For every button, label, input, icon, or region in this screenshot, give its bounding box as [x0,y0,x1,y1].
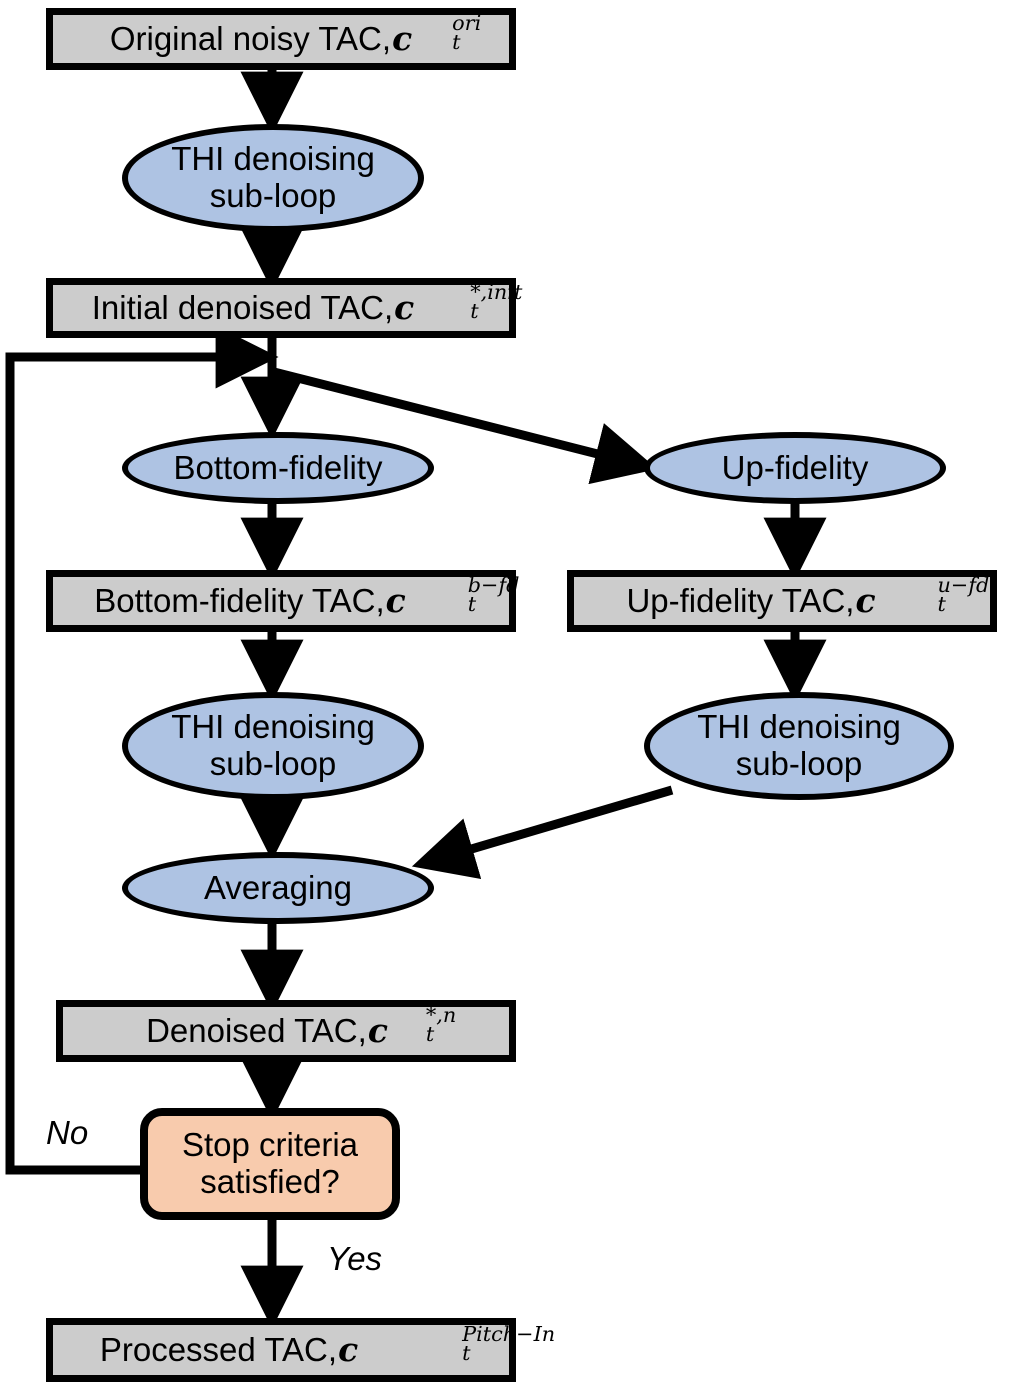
thi2-line1: THI denoising [171,708,375,746]
node-stop-criteria-decision[interactable]: Stop criteria satisfied? [140,1108,400,1220]
node-up-fidelity-tac-label: Up-fidelity TAC, [626,581,855,619]
thi3-line1: THI denoising [697,708,901,746]
arrow-no-feedback-loop [5,325,279,1175]
thi3-line2: sub-loop [735,745,863,782]
node-initial-denoised-tac-label: Initial denoised TAC, [91,288,394,326]
thi1-line1: THI denoising [171,140,375,178]
node-averaging[interactable]: Averaging [122,852,434,924]
averaging-label: Averaging [203,868,352,906]
node-processed-tac-label: Processed TAC, [99,1330,338,1368]
up-fidelity-label: Up-fidelity [721,448,869,486]
node-bottom-fidelity[interactable]: Bottom-fidelity [122,432,434,504]
node-thi-denoising-sub-loop-2[interactable]: THI denoising sub-loop [122,692,424,800]
bottom-fidelity-label: Bottom-fidelity [173,448,383,486]
stop-criteria-line1: Stop criteria [181,1126,359,1164]
node-up-fidelity[interactable]: Up-fidelity [644,432,946,504]
thi2-line2: sub-loop [209,745,337,782]
edge-label-no: No [46,1114,89,1151]
stop-criteria-line2: satisfied? [200,1163,340,1200]
node-bottom-fidelity-tac-label: Bottom-fidelity TAC, [94,581,385,619]
node-original-noisy-tac-label: Original noisy TAC, [109,19,392,57]
node-thi-denoising-sub-loop-1[interactable]: THI denoising sub-loop [122,124,424,232]
edge-label-yes: Yes [327,1240,383,1277]
arrow-thi3-to-averaging [411,785,674,879]
node-denoised-tac-label: Denoised TAC, [146,1011,367,1049]
node-thi-denoising-sub-loop-3[interactable]: THI denoising sub-loop [644,692,954,800]
thi1-line2: sub-loop [209,177,337,214]
arrow-junction-to-up-fidelity [272,367,658,485]
